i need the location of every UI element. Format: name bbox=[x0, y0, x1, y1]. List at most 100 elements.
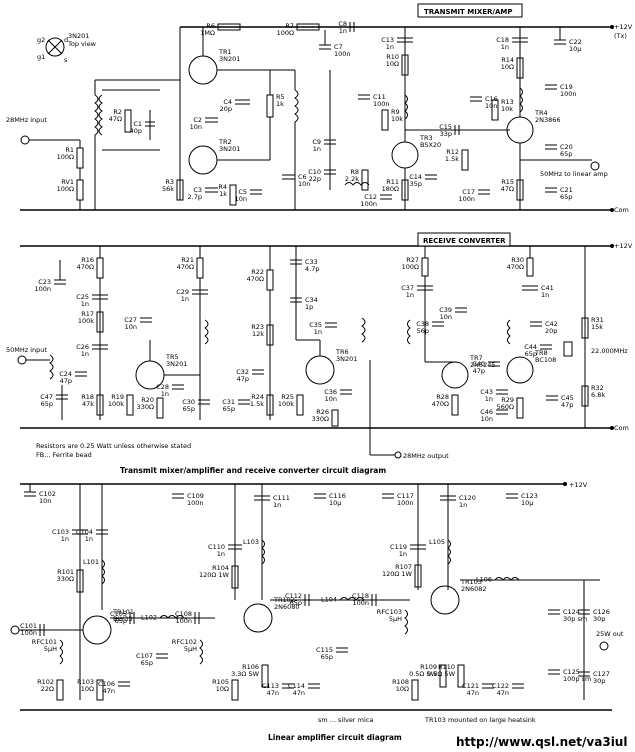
part-ref-C105: C105 bbox=[110, 610, 127, 618]
part-ref-R24: R24 bbox=[251, 393, 264, 401]
part-ref-R23: R23 bbox=[251, 323, 264, 331]
part-ref-R14: R14 bbox=[501, 56, 514, 64]
part-value-C4: 20p bbox=[220, 105, 232, 113]
part-value-C46: 10n bbox=[481, 415, 493, 423]
part-value-R13: 10k bbox=[501, 105, 513, 113]
part-ref-R11: R11 bbox=[386, 178, 399, 186]
part-value-R110: 0.5Ω 5W bbox=[427, 670, 456, 678]
part-ref-C31: C31 bbox=[222, 398, 235, 406]
part-ref-C37: C37 bbox=[401, 284, 414, 292]
transmit-section bbox=[20, 3, 614, 212]
part-value-C19: 100n bbox=[560, 90, 577, 98]
part-ref-C111: C111 bbox=[273, 494, 290, 502]
resistor-R107 bbox=[414, 564, 422, 588]
part-ref-R106: R106 bbox=[242, 663, 259, 671]
resistor-R14 bbox=[516, 57, 524, 79]
part-value-C13: 1n bbox=[386, 43, 394, 51]
part-ref-R107: R107 bbox=[395, 563, 412, 571]
part-ref-C8: C8 bbox=[338, 20, 347, 28]
resistor-R102 bbox=[56, 679, 64, 701]
source-url[interactable]: http://www.qsl.net/va3iul bbox=[456, 735, 627, 749]
part-value-C30: 65p bbox=[183, 405, 195, 413]
part-ref-C108: C108 bbox=[175, 610, 192, 618]
part-ref-TR8: TR8 bbox=[534, 349, 548, 357]
resistor-R5 bbox=[266, 94, 274, 118]
caption-bottom: Linear amplifier circuit diagram bbox=[268, 733, 402, 742]
part-ref-R15: R15 bbox=[501, 178, 514, 186]
part-ref-R25: R25 bbox=[281, 393, 294, 401]
part-ref-R28: R28 bbox=[436, 393, 449, 401]
part-ref-C21: C21 bbox=[560, 186, 573, 194]
part-value-C28: 1n bbox=[161, 390, 169, 398]
part-value-C102: 10n bbox=[39, 497, 51, 505]
part-value-TR3: BSX20 bbox=[420, 141, 441, 149]
resistor-R7 bbox=[296, 23, 320, 31]
part-value-C32: 47p bbox=[237, 375, 249, 383]
part-value-R28: 470Ω bbox=[432, 400, 449, 408]
resistor-R2 bbox=[124, 109, 132, 133]
xtal-freq-label: 22.000MHz bbox=[591, 347, 628, 355]
part-value-R19: 100k bbox=[108, 400, 124, 408]
part-ref-C14: C14 bbox=[409, 173, 422, 181]
input-50-label: 50MHz input bbox=[6, 346, 47, 354]
pinout-pin-d: d bbox=[64, 36, 68, 44]
part-ref-R26: R26 bbox=[316, 408, 329, 416]
part-ref-C119: C119 bbox=[390, 543, 407, 551]
part-ref-TR102: TR102 bbox=[273, 596, 295, 604]
part-ref-C27: C27 bbox=[124, 316, 137, 324]
part-value-RV1: 100Ω bbox=[57, 185, 74, 193]
part-value-C10: 22p bbox=[309, 175, 321, 183]
part-value-C3: 2.7p bbox=[188, 193, 202, 201]
part-ref-C101: C101 bbox=[20, 622, 37, 630]
part-value-C11: 100n bbox=[373, 100, 390, 108]
resistor-R103 bbox=[96, 679, 104, 701]
transistor-TR103 bbox=[430, 585, 460, 615]
part-value-C113: 47n bbox=[267, 689, 279, 697]
part-ref-C22: C22 bbox=[569, 38, 582, 46]
part-ref-C26: C26 bbox=[76, 343, 89, 351]
transistor-TR102 bbox=[243, 603, 273, 633]
amp-input-connector bbox=[10, 625, 20, 635]
inductor-RFC101 bbox=[59, 639, 63, 665]
inductor-L5 bbox=[344, 182, 370, 186]
part-ref-R31: R31 bbox=[591, 316, 604, 324]
transistor-TR8 bbox=[506, 356, 534, 384]
part-value-C18: 1n bbox=[501, 43, 509, 51]
part-value-R104: 120Ω 1W bbox=[199, 571, 230, 579]
inductor-L101 bbox=[101, 559, 105, 585]
part-ref-C20: C20 bbox=[560, 143, 573, 151]
resistor-R105 bbox=[231, 679, 239, 701]
part-ref-C125: C125 bbox=[563, 668, 580, 676]
resistor-R23 bbox=[266, 324, 274, 346]
part-value-RFC103: 5µH bbox=[389, 615, 402, 623]
part-ref-R4: R4 bbox=[218, 183, 227, 191]
part-ref-C127: C127 bbox=[593, 670, 610, 678]
part-value-R7: 100Ω bbox=[277, 29, 294, 37]
part-ref-TR7: TR7 bbox=[469, 354, 483, 362]
output-28-label: 28MHz output bbox=[403, 452, 449, 460]
part-value-C34: 1p bbox=[305, 303, 313, 311]
part-ref-C103: C103 bbox=[52, 528, 69, 536]
resistor-R15 bbox=[516, 179, 524, 201]
transformer-T4 bbox=[94, 94, 99, 136]
part-value-R25: 100k bbox=[278, 400, 294, 408]
part-value-C20: 65p bbox=[560, 150, 572, 158]
part-value-C124: 30p sm bbox=[563, 615, 587, 623]
part-value-C109: 100n bbox=[187, 499, 204, 507]
part-ref-RV1: RV1 bbox=[61, 178, 74, 186]
part-ref-C15: C15 bbox=[439, 123, 452, 131]
part-value-R29: 560Ω bbox=[497, 403, 514, 411]
part-value-TR2: 3N201 bbox=[219, 145, 240, 153]
part-ref-TR101: TR101 bbox=[112, 608, 134, 616]
part-ref-TR1: TR1 bbox=[218, 48, 232, 56]
part-ref-RFC101: RFC101 bbox=[32, 638, 57, 646]
resistor-R6 bbox=[217, 23, 241, 31]
part-value-C8: 1n bbox=[339, 27, 347, 35]
tx-supply-label: +12V bbox=[614, 23, 633, 31]
part-ref-C2: C2 bbox=[193, 116, 202, 124]
resistor-R27 bbox=[421, 257, 429, 277]
part-value-R103: 10Ω bbox=[81, 685, 94, 693]
part-ref-C120: C120 bbox=[459, 494, 476, 502]
part-value-TR7: 2N5245 bbox=[470, 361, 496, 369]
